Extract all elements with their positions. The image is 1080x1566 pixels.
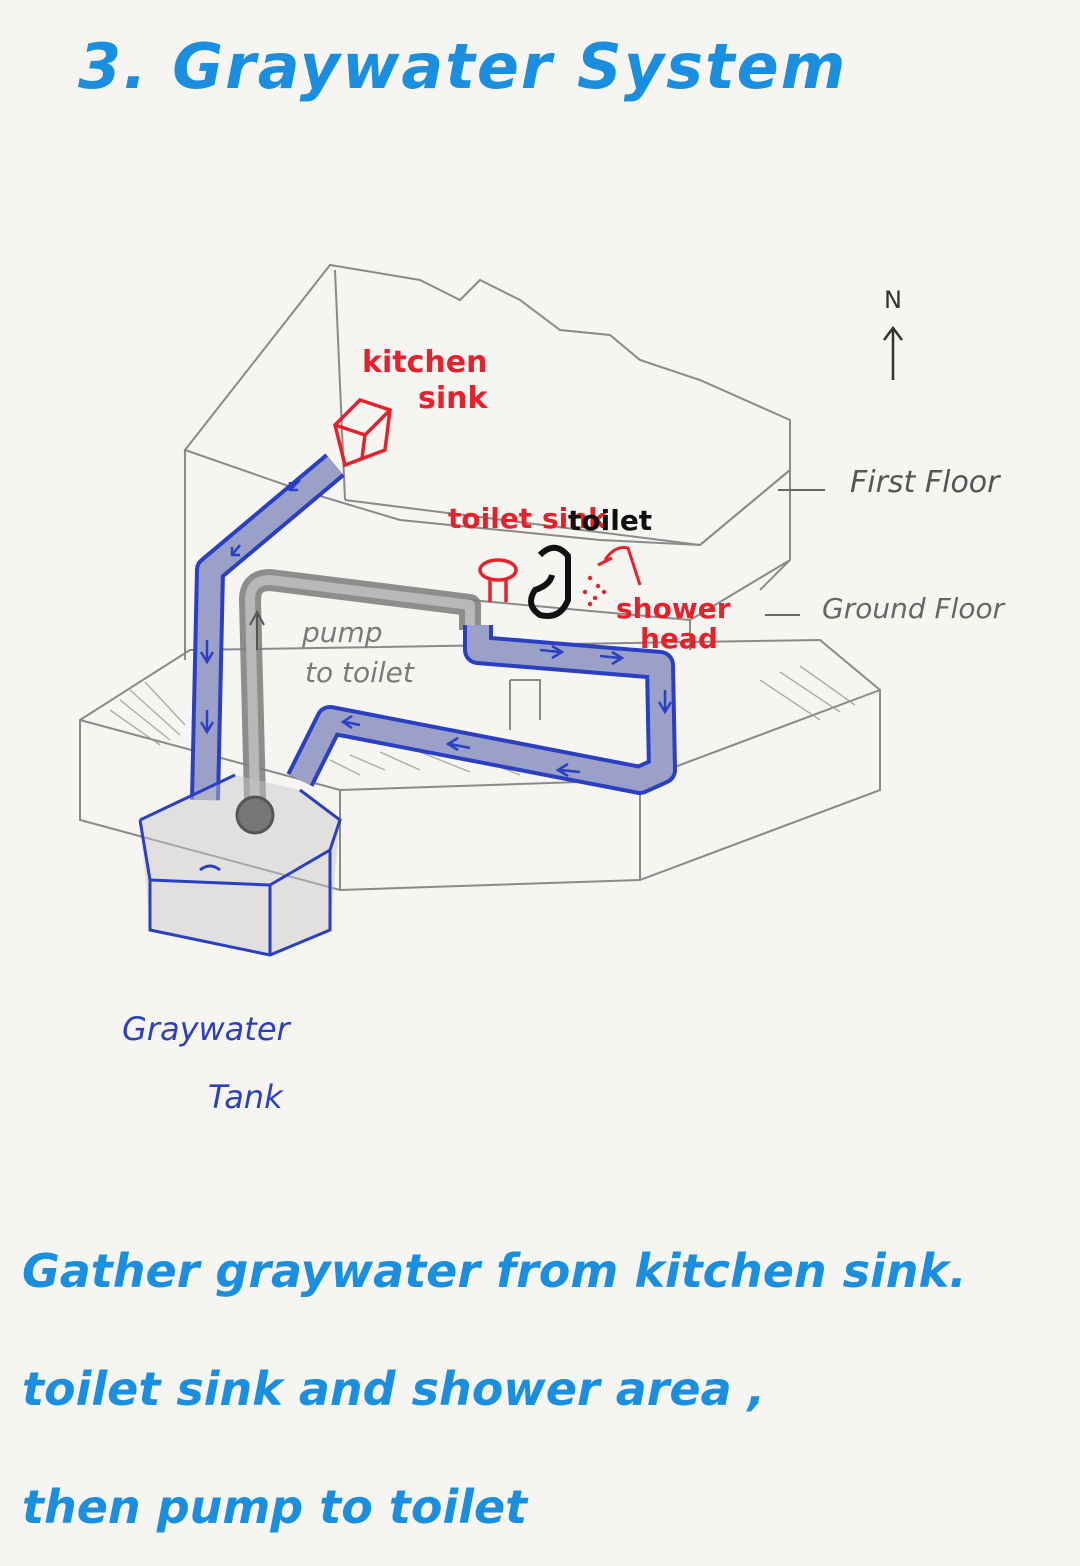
- toilet-label: toilet: [568, 504, 652, 537]
- graywater-diagram: First Floor Ground Floor N pump to toile…: [0, 0, 1080, 1200]
- pump-label-line1: pump: [301, 616, 383, 649]
- ground-floor-label: Ground Floor: [822, 592, 1006, 625]
- kitchen-sink-icon: [335, 400, 390, 465]
- graywater-tank: [140, 775, 340, 955]
- north-arrow-icon: [884, 328, 902, 380]
- caption-line-1: Gather graywater from kitchen sink.: [22, 1212, 1072, 1330]
- caption: Gather graywater from kitchen sink. toil…: [22, 1212, 1072, 1566]
- north-label: N: [884, 286, 902, 314]
- tank-label-line1: Graywater: [122, 1010, 292, 1048]
- pump-label-line2: to toilet: [305, 656, 415, 689]
- kitchen-sink-label-line1: kitchen: [362, 345, 487, 380]
- kitchen-sink-label-line2: sink: [418, 381, 488, 416]
- tank-label-line2: Tank: [208, 1078, 284, 1116]
- caption-line-3: then pump to toilet: [22, 1448, 1072, 1566]
- floor-markers: [765, 490, 825, 615]
- caption-line-2: toilet sink and shower area ,: [22, 1330, 1072, 1448]
- toilet-sink-icon: [480, 560, 516, 602]
- shower-head-label-line2: head: [640, 622, 718, 655]
- first-floor-label: First Floor: [850, 465, 1001, 500]
- pump-pipe: [250, 580, 470, 800]
- shower-head-label-line1: shower: [616, 592, 731, 625]
